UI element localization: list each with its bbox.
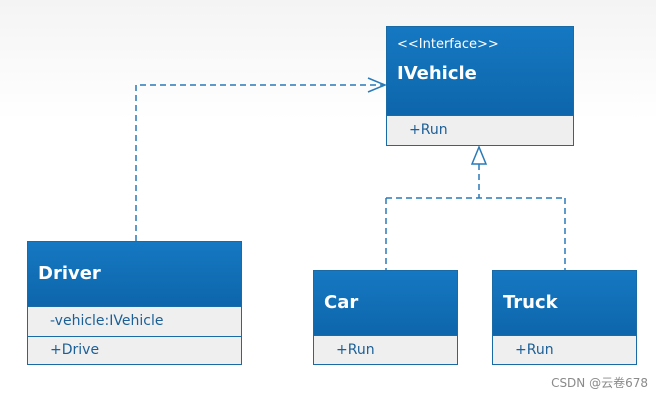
driver-method-drive: +Drive [28, 336, 241, 364]
ivehicle-name: IVehicle [397, 63, 477, 84]
dependency-line-driver-ivehicle [135, 84, 384, 241]
driver-name: Driver [38, 263, 101, 284]
watermark: CSDN @云卷678 [551, 376, 648, 390]
dependency-arrowhead [367, 77, 387, 93]
car-header: Car [314, 271, 457, 335]
ivehicle-method-run: +Run [387, 115, 573, 145]
truck-name: Truck [503, 292, 558, 313]
driver-class-box[interactable]: Driver -vehicle:IVehicle +Drive [27, 241, 242, 365]
car-method-run: +Run [314, 335, 457, 364]
driver-header: Driver [28, 242, 241, 306]
car-name: Car [324, 292, 359, 313]
truck-class-box[interactable]: Truck +Run [492, 270, 637, 365]
realization-arrowhead [470, 145, 488, 165]
truck-method-run: +Run [493, 335, 636, 364]
driver-field-vehicle: -vehicle:IVehicle [28, 306, 241, 336]
interface-stereotype: <<Interface>> [397, 37, 499, 52]
ivehicle-interface-box[interactable]: <<Interface>> IVehicle +Run [386, 26, 574, 146]
car-class-box[interactable]: Car +Run [313, 270, 458, 365]
ivehicle-header: <<Interface>> IVehicle [387, 27, 573, 115]
truck-header: Truck [493, 271, 636, 335]
